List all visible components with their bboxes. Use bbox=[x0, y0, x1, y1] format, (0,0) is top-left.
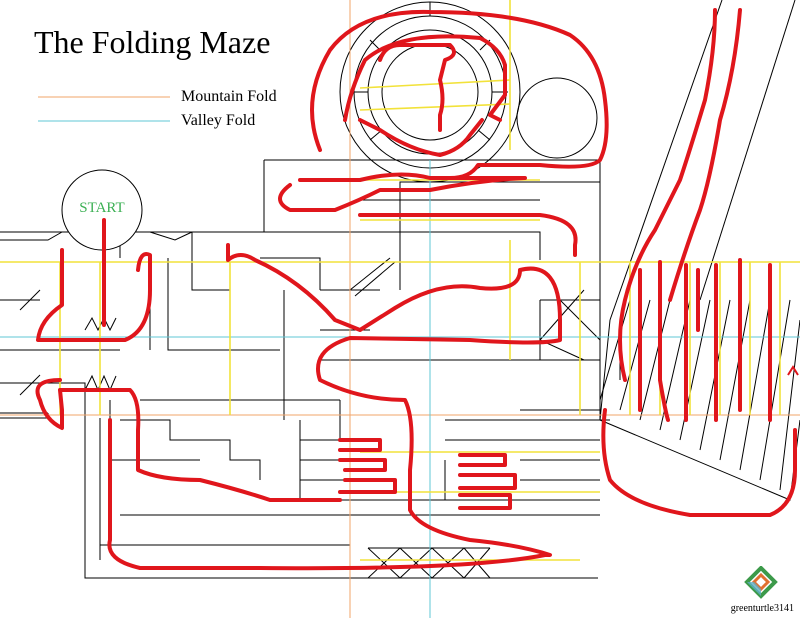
page-title: The Folding Maze bbox=[34, 24, 271, 60]
mountain-fold-legend-label: Mountain Fold bbox=[181, 88, 277, 105]
solution-path bbox=[35, 8, 797, 571]
arrow-icon bbox=[787, 365, 799, 376]
start-label: START bbox=[79, 200, 125, 216]
logo-icon bbox=[744, 566, 778, 599]
valley-fold-legend-label: Valley Fold bbox=[181, 112, 256, 129]
slanted-strip bbox=[599, 0, 800, 501]
maze-walls bbox=[0, 159, 610, 579]
author-credit: greenturtle3141 bbox=[730, 603, 794, 614]
